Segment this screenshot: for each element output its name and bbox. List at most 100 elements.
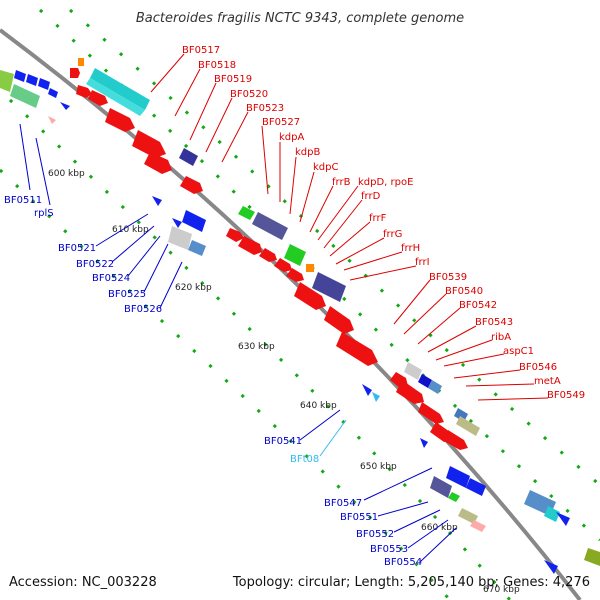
gene-label[interactable]: BF0527 bbox=[262, 117, 300, 128]
tick-label: 660 kbp bbox=[421, 523, 458, 533]
gene-arrow bbox=[238, 236, 262, 255]
tick-label: 670 kbp bbox=[483, 585, 520, 595]
gene-block bbox=[90, 68, 150, 110]
gene-arrow bbox=[144, 152, 172, 174]
gene-label[interactable]: frrF bbox=[369, 213, 387, 224]
gene-arrow bbox=[48, 88, 58, 98]
tick-label: 650 kbp bbox=[360, 462, 397, 472]
gene-label[interactable]: BF0552 bbox=[356, 529, 394, 540]
gene-label[interactable]: ribA bbox=[491, 332, 511, 343]
gene-label[interactable]: BF0523 bbox=[246, 103, 284, 114]
gene-block bbox=[252, 212, 288, 240]
gene-label[interactable]: BF0551 bbox=[340, 512, 378, 523]
gene-arrow bbox=[274, 258, 292, 272]
gene-arrow bbox=[362, 384, 372, 396]
gene-arrow bbox=[286, 268, 304, 282]
tick-label: 640 kbp bbox=[300, 401, 337, 411]
gene-label[interactable]: BF0539 bbox=[429, 272, 467, 283]
gene-label[interactable]: frrI bbox=[415, 257, 430, 268]
gene-arrow bbox=[556, 512, 570, 526]
gene-block bbox=[544, 506, 560, 522]
gene-label[interactable]: BF0526 bbox=[124, 304, 162, 315]
gene-arrow bbox=[336, 332, 378, 366]
gene-arrow bbox=[14, 70, 26, 82]
gene-label[interactable]: BF0543 bbox=[475, 317, 513, 328]
gene-arrow bbox=[446, 466, 470, 488]
kbp-tick-labels: 600 kbp 610 kbp 620 kbp 630 kbp 640 kbp … bbox=[48, 169, 520, 595]
gene-block bbox=[86, 78, 145, 116]
gene-block bbox=[448, 492, 460, 502]
gene-block bbox=[10, 84, 40, 108]
gene-label[interactable]: BF0549 bbox=[547, 390, 585, 401]
gene-arrow bbox=[372, 392, 380, 402]
gene-label[interactable]: BF0541 bbox=[264, 436, 302, 447]
gene-block bbox=[458, 508, 478, 524]
gene-label[interactable]: metA bbox=[534, 376, 561, 387]
gene-label[interactable]: kdpD, rpoE bbox=[358, 177, 413, 188]
gene-arrow bbox=[294, 282, 326, 310]
gene-label[interactable]: BF0546 bbox=[519, 362, 557, 373]
gene-label[interactable]: BF0547 bbox=[324, 498, 362, 509]
gene-label[interactable]: frrG bbox=[383, 229, 402, 240]
gene-label[interactable]: rplS bbox=[34, 208, 54, 219]
gene-label[interactable]: frrB bbox=[332, 177, 351, 188]
gene-label[interactable]: frrD bbox=[361, 191, 381, 202]
gene-arrow bbox=[38, 78, 50, 90]
genome-backbone bbox=[0, 28, 582, 600]
gene-block bbox=[428, 380, 442, 394]
gene-label[interactable]: BF0511 bbox=[4, 195, 42, 206]
gene-label[interactable]: BF0540 bbox=[445, 286, 483, 297]
gene-arrow bbox=[544, 560, 558, 574]
gene-arrow bbox=[396, 380, 424, 404]
forward-gene-labels bbox=[150, 53, 549, 401]
gene-block bbox=[78, 58, 84, 66]
gene-label[interactable]: kdpB bbox=[295, 147, 320, 158]
gene-arrow bbox=[442, 430, 468, 450]
gene-arrow bbox=[226, 228, 244, 242]
gene-block bbox=[404, 362, 422, 380]
gene-arrow bbox=[105, 108, 135, 132]
gene-label[interactable]: kdpC bbox=[313, 162, 338, 173]
gene-arrow bbox=[70, 68, 80, 78]
gene-label[interactable]: kdpA bbox=[279, 132, 304, 143]
gene-label[interactable]: BF0542 bbox=[459, 300, 497, 311]
gene-arrow bbox=[76, 85, 92, 98]
gene-label-rna[interactable]: BFt08 bbox=[290, 454, 319, 465]
gene-arrow bbox=[48, 116, 56, 124]
tick-label: 610 kbp bbox=[112, 225, 149, 235]
gene-label[interactable]: aspC1 bbox=[503, 346, 534, 357]
tick-label: 630 kbp bbox=[238, 342, 275, 352]
gene-arrow bbox=[152, 196, 162, 206]
gene-block bbox=[238, 206, 255, 220]
gene-label[interactable]: BF0554 bbox=[384, 557, 422, 568]
gene-arrow bbox=[418, 402, 444, 424]
gene-label[interactable]: BF0518 bbox=[198, 60, 236, 71]
gene-block bbox=[306, 264, 314, 272]
gene-arrow bbox=[60, 102, 70, 110]
gene-label[interactable]: BF0524 bbox=[92, 273, 130, 284]
gene-arrow bbox=[259, 248, 277, 262]
gene-label[interactable]: BF0517 bbox=[182, 45, 220, 56]
accession-text: Accession: NC_003228 bbox=[9, 575, 157, 590]
gene-block bbox=[0, 70, 14, 92]
tick-label: 600 kbp bbox=[48, 169, 85, 179]
gene-label[interactable]: BF0520 bbox=[230, 89, 268, 100]
gene-arrow bbox=[88, 90, 108, 106]
gene-label[interactable]: BF0521 bbox=[58, 243, 96, 254]
gene-block bbox=[168, 226, 192, 250]
gene-label[interactable]: BF0519 bbox=[214, 74, 252, 85]
gene-label[interactable]: BF0522 bbox=[76, 259, 114, 270]
gene-label[interactable]: BF0553 bbox=[370, 544, 408, 555]
map-title: Bacteroides fragilis NCTC 9343, complete… bbox=[136, 11, 464, 26]
gene-block bbox=[456, 416, 480, 436]
gene-block bbox=[584, 548, 600, 566]
gene-label[interactable]: frrH bbox=[401, 243, 420, 254]
gene-arrow bbox=[132, 130, 166, 158]
rna-leader-line bbox=[319, 419, 347, 457]
gene-label[interactable]: BF0525 bbox=[108, 289, 146, 300]
forward-strand-features bbox=[70, 68, 468, 450]
gene-arrow bbox=[180, 176, 203, 194]
tick-dot-tracks bbox=[0, 8, 600, 600]
gene-arrow bbox=[466, 478, 486, 496]
